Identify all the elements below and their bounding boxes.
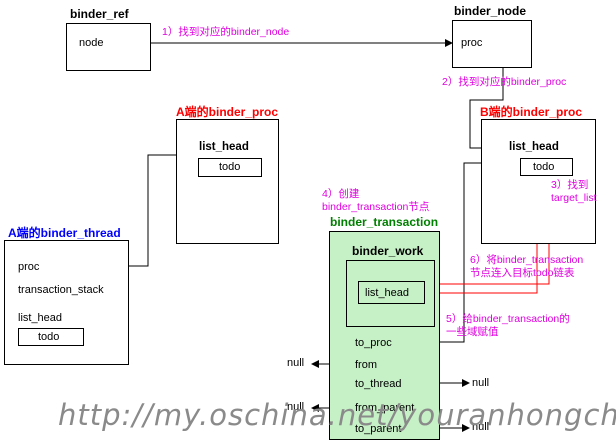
work-list-head: list_head <box>365 287 410 299</box>
transaction-title: binder_transaction <box>330 215 439 229</box>
b-proc-todo: todo <box>533 161 555 173</box>
field-to-parent: to_parent <box>355 423 402 435</box>
note-step-5: 5）给binder_transaction的一些域赋值 <box>446 313 570 338</box>
note-step-2: 2）找到对应的binder_proc <box>442 76 567 88</box>
a-proc-box: list_head todo <box>176 119 279 244</box>
a-thread-title: A端的binder_thread <box>8 226 121 240</box>
transaction-box: binder_work list_head to_proc from to_th… <box>329 231 440 440</box>
field-to-proc: to_proc <box>355 337 392 349</box>
a-thread-todo: todo <box>38 331 60 343</box>
work-list-head-box: list_head <box>358 281 425 304</box>
a-thread-box: proc transaction_stack list_head todo <box>4 240 129 365</box>
null-from: null <box>287 357 305 369</box>
b-proc-todo-box: todo <box>520 158 573 176</box>
field-from: from <box>355 359 377 371</box>
binder-work-title: binder_work <box>352 244 424 258</box>
a-proc-todo-box: todo <box>198 158 262 177</box>
a-proc-list-head: list_head <box>199 141 249 153</box>
null-to-parent: null <box>472 421 490 433</box>
binder-ref-title: binder_ref <box>70 7 129 21</box>
binder-ref-node: node <box>79 37 104 49</box>
note-step-1: 1）找到对应的binder_node <box>162 26 290 38</box>
b-proc-title: B端的binder_proc <box>480 105 583 119</box>
binder-work-box: list_head <box>346 260 435 327</box>
field-from-parent: from_parent <box>355 402 415 414</box>
a-proc-todo: todo <box>219 161 241 173</box>
watermark-url: http://my.oschina.net/youranhongcha <box>58 398 616 432</box>
a-thread-list-head: list_head <box>18 312 63 324</box>
a-thread-todo-box: todo <box>18 328 84 346</box>
b-proc-box: list_head todo <box>481 119 596 244</box>
binder-node-proc: proc <box>461 37 483 49</box>
a-thread-proc: proc <box>18 261 40 273</box>
null-to-thread: null <box>472 377 490 389</box>
binder-node-title: binder_node <box>454 4 527 18</box>
a-proc-title: A端的binder_proc <box>176 105 279 119</box>
b-proc-list-head: list_head <box>509 141 559 153</box>
a-thread-transaction-stack: transaction_stack <box>18 284 104 296</box>
binder-node-box: proc <box>452 20 532 68</box>
null-from-parent: null <box>287 401 305 413</box>
field-to-thread: to_thread <box>355 378 402 390</box>
binder-ref-box: node <box>66 23 151 71</box>
